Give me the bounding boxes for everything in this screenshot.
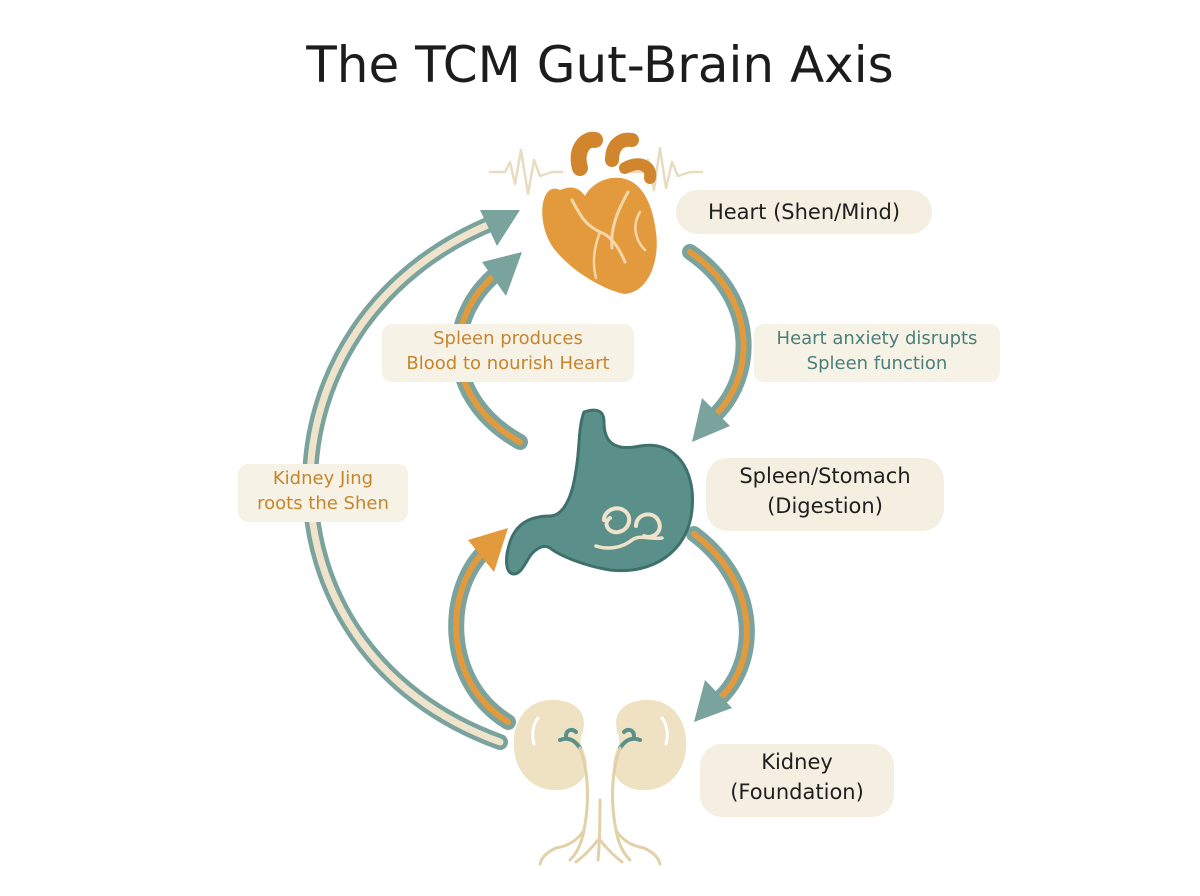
heart-icon xyxy=(542,131,657,294)
heart-anxiety-annotation-line-1: Heart anxiety disrupts xyxy=(776,328,978,349)
kidney-jing-annotation-line-2: roots the Shen xyxy=(257,493,389,514)
spleen-blood-annotation: Spleen produces Blood to nourish Heart xyxy=(382,324,634,382)
heart-anxiety-annotation-line-2: Spleen function xyxy=(806,353,948,374)
spleen-blood-annotation-line-2: Blood to nourish Heart xyxy=(406,353,610,374)
kidneys-icon xyxy=(513,699,687,866)
kidney-jing-annotation-line-1: Kidney Jing xyxy=(272,468,374,489)
stomach-icon xyxy=(505,408,695,576)
spleen-blood-annotation-line-1: Spleen produces xyxy=(433,328,583,349)
spleen-to-kidney-arrow xyxy=(686,526,755,722)
page-title: The TCM Gut-Brain Axis xyxy=(306,36,894,94)
kidney-label: Kidney (Foundation) xyxy=(700,744,894,817)
heart-label: Heart (Shen/Mind) xyxy=(676,190,932,234)
spleen-stomach-label-line-1: Spleen/Stomach xyxy=(739,464,911,488)
spleen-stomach-label: Spleen/Stomach (Digestion) xyxy=(706,458,944,531)
heart-anxiety-annotation: Heart anxiety disrupts Spleen function xyxy=(754,324,1000,382)
kidney-jing-annotation: Kidney Jing roots the Shen xyxy=(238,464,408,522)
spleen-stomach-label-line-2: (Digestion) xyxy=(767,494,883,518)
kidney-label-line-2: (Foundation) xyxy=(730,780,864,804)
kidney-label-line-1: Kidney xyxy=(761,750,833,774)
heart-label-line: Heart (Shen/Mind) xyxy=(707,200,901,224)
kidney-to-spleen-arrow xyxy=(448,528,516,730)
heart-to-spleen-arrow xyxy=(682,244,752,442)
